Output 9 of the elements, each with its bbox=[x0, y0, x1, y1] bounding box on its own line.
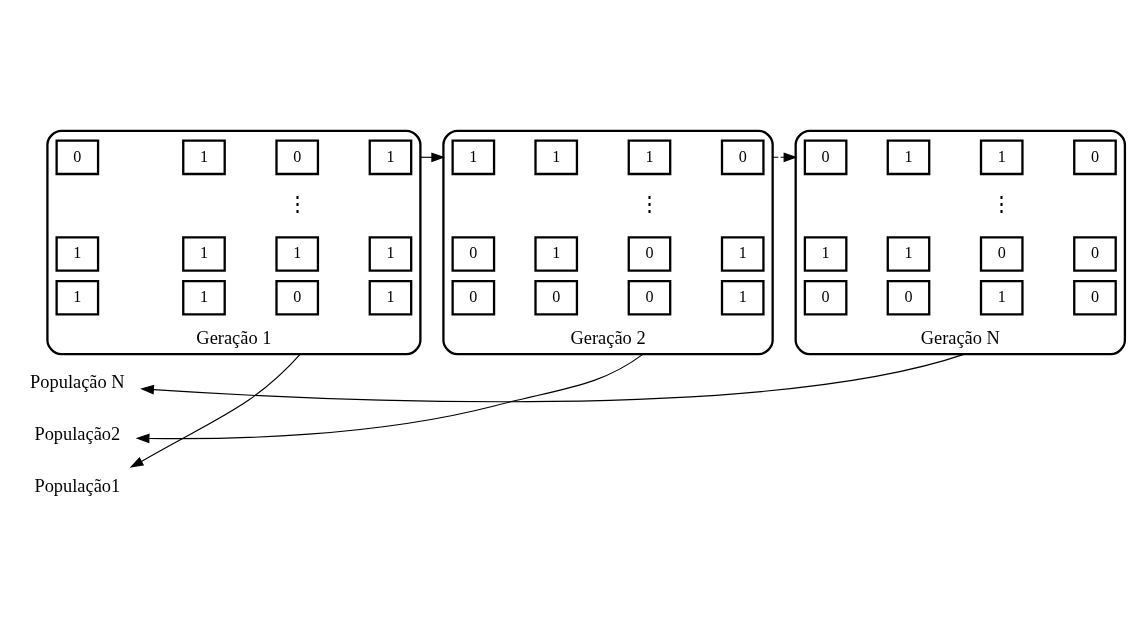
node-text: População2 bbox=[34, 423, 121, 444]
node-label: Geração 1 bbox=[196, 327, 272, 348]
label: ⋮ bbox=[638, 192, 660, 215]
label: ⋮ bbox=[286, 192, 308, 215]
node-label: Geração 2 bbox=[570, 327, 646, 348]
node-label: Geração N bbox=[920, 327, 1000, 348]
label: ⋮ bbox=[991, 192, 1013, 215]
node-text: População N bbox=[30, 371, 125, 392]
node-text: População1 bbox=[34, 475, 121, 496]
